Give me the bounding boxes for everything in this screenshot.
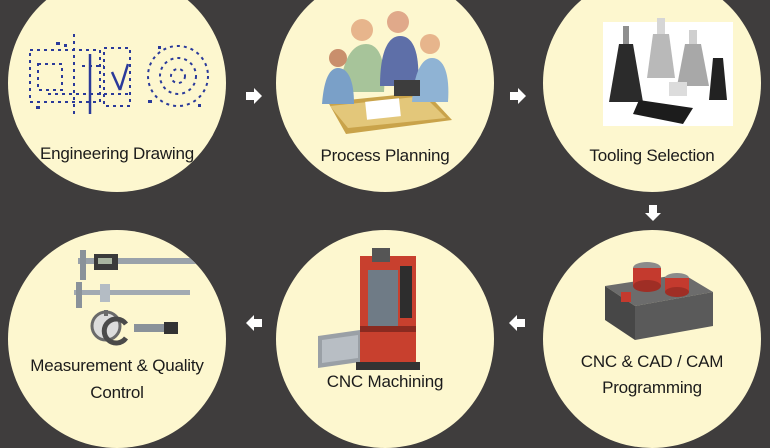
step-tooling-selection: Tooling Selection bbox=[543, 0, 761, 192]
calipers-micrometer-icon bbox=[74, 250, 198, 346]
cnc-machine-icon bbox=[318, 248, 420, 370]
arrow-down-icon bbox=[644, 204, 662, 222]
step-measurement-quality-control: Measurement & Quality Control bbox=[8, 230, 226, 448]
step-process-planning: Process Planning bbox=[276, 0, 494, 192]
step-label-line-2: Control bbox=[90, 383, 144, 402]
step-engineering-drawing: Engineering Drawing bbox=[8, 0, 226, 192]
arrow-left-icon bbox=[245, 314, 263, 332]
tool-holders-icon bbox=[603, 18, 733, 126]
cad-model-icon bbox=[605, 262, 713, 340]
team-meeting-icon bbox=[322, 11, 452, 134]
step-label-line-1: Measurement & Quality bbox=[30, 356, 204, 375]
step-label: Process Planning bbox=[320, 146, 450, 165]
step-cnc-machining: CNC Machining bbox=[276, 230, 494, 448]
step-label-line-2: Programming bbox=[602, 378, 702, 397]
step-label-line-1: CNC & CAD / CAM bbox=[580, 352, 724, 371]
step-label: CNC Machining bbox=[326, 372, 444, 391]
arrow-right-icon bbox=[509, 87, 527, 105]
step-label: Engineering Drawing bbox=[39, 144, 194, 163]
blueprint-drawing-icon bbox=[29, 34, 209, 114]
step-label: Tooling Selection bbox=[589, 146, 715, 165]
step-cnc-cad-cam-programming: CNC & CAD / CAM Programming bbox=[543, 230, 761, 448]
arrow-right-icon bbox=[245, 87, 263, 105]
process-flow-diagram: Engineering Drawing Process Planning bbox=[8, 0, 761, 448]
arrow-left-icon bbox=[508, 314, 526, 332]
